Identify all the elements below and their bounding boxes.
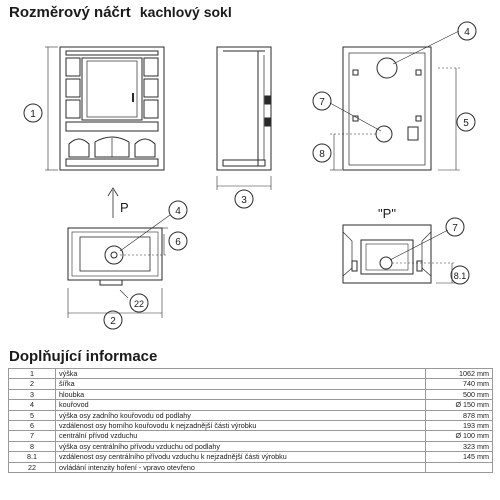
title-main: Rozměrový náčrt — [9, 4, 131, 21]
back-view — [329, 30, 460, 171]
callout-circle-5 — [456, 112, 476, 132]
callout-4b: 4 — [175, 206, 181, 217]
arrow-p — [107, 187, 119, 218]
callout-circle-3 — [234, 189, 254, 209]
page-title: Rozměrový náčrt kachlový sokl — [9, 4, 232, 21]
callout-22: 22 — [134, 299, 144, 309]
dimension-drawing: 1 2 3 4 4 5 6 7 7 8 8.1 22 P "P" — [23, 21, 477, 330]
side-view — [216, 46, 272, 190]
callout-circle-2 — [103, 310, 123, 330]
callout-circle-4a — [457, 21, 477, 41]
info-heading: Doplňující informace — [9, 348, 158, 365]
callout-circle-7a — [312, 91, 332, 111]
callout-circle-4b — [168, 200, 188, 220]
callout-5: 5 — [463, 118, 469, 129]
callout-circle-8-1 — [450, 265, 470, 285]
callout-8: 8 — [319, 149, 325, 160]
front-view — [45, 46, 165, 171]
callout-8-1: 8.1 — [454, 271, 467, 281]
callout-circle-7b — [445, 217, 465, 237]
callout-circle-22 — [129, 293, 149, 313]
callout-circle-1 — [23, 103, 43, 123]
callout-7a: 7 — [319, 97, 325, 108]
title-subtitle: kachlový sokl — [139, 4, 232, 20]
callout-3: 3 — [241, 195, 247, 206]
view-p — [342, 224, 456, 284]
callout-circle-8 — [312, 143, 332, 163]
callout-circle-6 — [168, 231, 188, 251]
callout-7b: 7 — [452, 223, 458, 234]
callout-6: 6 — [175, 237, 181, 248]
view-p-label: "P" — [378, 206, 396, 221]
callout-2: 2 — [110, 316, 116, 327]
top-view — [67, 214, 171, 318]
callout-4a: 4 — [464, 27, 470, 38]
arrow-p-label: P — [120, 200, 129, 215]
callout-1: 1 — [30, 109, 36, 120]
